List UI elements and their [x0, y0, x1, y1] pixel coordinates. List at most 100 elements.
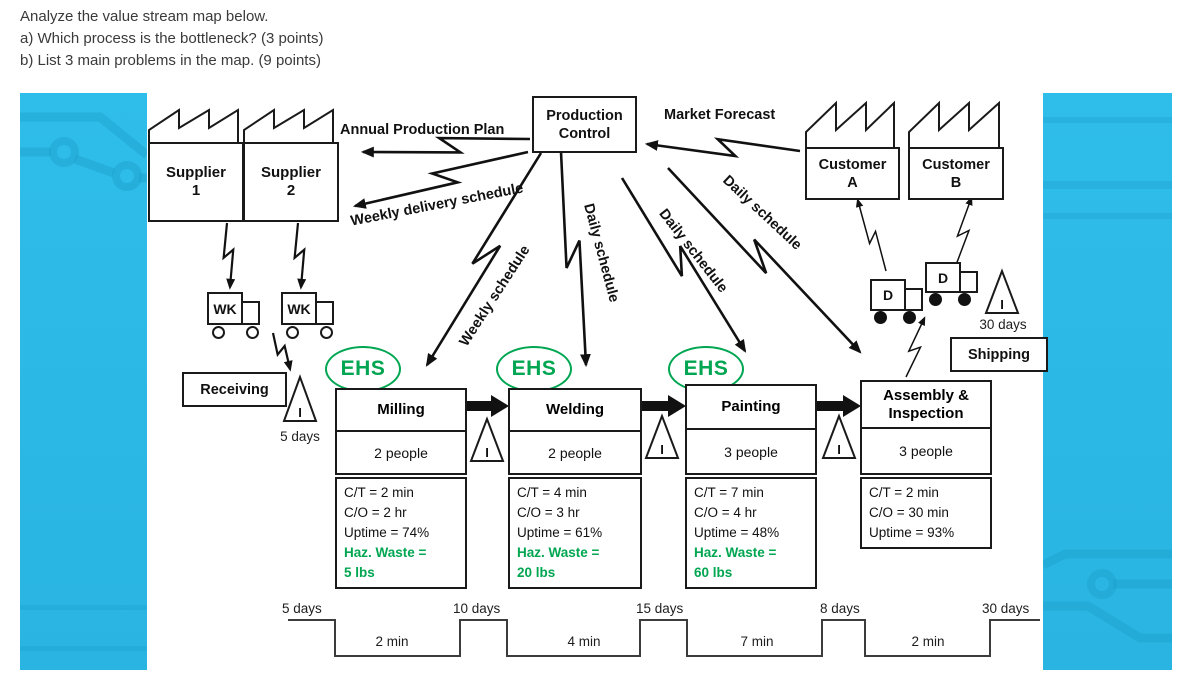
wheel-icon [212, 326, 225, 339]
truck-frequency-label: D [882, 287, 894, 303]
market-forecast-label: Market Forecast [664, 107, 776, 123]
wheel-icon [320, 326, 333, 339]
timeline-days-label: 5 days [282, 601, 322, 616]
haz-waste-label: Haz. Waste = [694, 545, 777, 560]
customer-a-box: Customer A [805, 147, 900, 200]
changeover: C/O = 4 hr [694, 505, 757, 520]
timeline-min-label: 2 min [375, 634, 409, 649]
uptime: Uptime = 61% [517, 525, 603, 540]
inventory-triangle-icon [469, 416, 505, 462]
receiving-box: Receiving [182, 372, 287, 407]
timeline-days-label: 10 days [453, 601, 501, 616]
circuit-pattern [20, 112, 147, 651]
daily-schedule-label-welding: Daily schedule [580, 201, 622, 305]
wheel-icon [958, 293, 971, 306]
supplier-1-box: Supplier 1 [148, 142, 244, 222]
inventory-symbol: I [1000, 297, 1004, 312]
timeline-days-label: 15 days [636, 601, 684, 616]
process-people: 2 people [374, 444, 428, 461]
process-name: Painting [687, 386, 815, 430]
circuit-pattern [1043, 117, 1172, 643]
uptime: Uptime = 93% [869, 525, 955, 540]
inventory-triangle-icon [282, 374, 318, 422]
ehs-label: EHS [511, 357, 557, 380]
supplier-1-number: 1 [191, 182, 201, 199]
cycle-time: C/T = 2 min [344, 485, 414, 500]
shipping-inventory-label: 30 days [979, 317, 1027, 332]
market-forecast-arrow [644, 137, 801, 158]
timeline-days-label: 30 days [982, 601, 1030, 616]
push-arrow-milling-welding [467, 395, 509, 417]
shipping-box: Shipping [950, 337, 1048, 372]
process-people: 2 people [548, 444, 602, 461]
daily-schedule-label-painting: Daily schedule [655, 206, 731, 296]
ehs-label: EHS [683, 357, 729, 380]
uptime: Uptime = 74% [344, 525, 430, 540]
daily-schedule-arrow-welding [559, 151, 591, 368]
customer-a-letter: A [847, 174, 858, 191]
receiving-label: Receiving [200, 381, 269, 398]
weekly-delivery-schedule-label: Weekly delivery schedule [349, 180, 525, 230]
process-box-milling: Milling 2 people [335, 388, 467, 475]
daily-schedule-label-assembly: Daily schedule [719, 172, 805, 254]
timeline-min-label: 2 min [911, 634, 945, 649]
right-accent-band [1043, 93, 1172, 670]
wheel-icon [246, 326, 259, 339]
customer-b-name: Customer [922, 156, 990, 173]
data-box-welding: C/T = 4 min C/O = 3 hr Uptime = 61% Haz.… [508, 477, 642, 589]
customer-a-name: Customer [818, 156, 887, 173]
question-part-a: a) Which process is the bottleneck? (3 p… [20, 30, 324, 47]
inventory-symbol: I [485, 445, 489, 460]
production-control-line1: Production [546, 107, 623, 124]
process-people: 3 people [899, 443, 953, 459]
wheel-icon [929, 293, 942, 306]
wheel-icon [286, 326, 299, 339]
haz-waste-value: 5 lbs [344, 565, 375, 580]
process-box-welding: Welding 2 people [508, 388, 642, 475]
timeline-days-label: 8 days [820, 601, 860, 616]
wheel-icon [874, 311, 887, 324]
factory-roof-icon [805, 100, 895, 147]
truck-cab-icon [959, 271, 978, 293]
annual-production-plan-arrow [360, 136, 531, 158]
supplier-2-name: Supplier [260, 164, 321, 181]
process-name: Assembly & Inspection [862, 382, 990, 429]
left-accent-band [20, 93, 147, 670]
cycle-time: C/T = 7 min [694, 485, 764, 500]
supplier-2-box: Supplier 2 [243, 142, 339, 222]
factory-roof-icon [908, 100, 1000, 147]
ehs-badge-milling: EHS [325, 346, 401, 392]
customer-b-box: Customer B [908, 147, 1004, 200]
process-name: Welding [510, 390, 640, 432]
inventory-triangle-icon [821, 413, 857, 459]
question-intro: Analyze the value stream map below. [20, 8, 269, 25]
push-arrow-welding-painting [642, 395, 686, 417]
data-box-milling: C/T = 2 min C/O = 2 hr Uptime = 74% Haz.… [335, 477, 467, 589]
ehs-label: EHS [340, 357, 386, 380]
process-box-painting: Painting 3 people [685, 384, 817, 475]
uptime: Uptime = 48% [694, 525, 780, 540]
inventory-symbol: I [298, 405, 302, 420]
haz-waste-value: 20 lbs [517, 565, 556, 580]
inventory-triangle-icon [644, 413, 680, 459]
daily-schedule-arrow-painting [620, 177, 747, 353]
supplier-truck-2: WK [281, 292, 317, 325]
supplier-1-name: Supplier [165, 164, 226, 181]
haz-waste-value: 60 lbs [694, 565, 733, 580]
data-box-painting: C/T = 7 min C/O = 4 hr Uptime = 48% Haz.… [685, 477, 817, 589]
inventory-symbol: I [660, 442, 664, 457]
receiving-inventory-label: 5 days [280, 429, 320, 444]
truck-cab-icon [241, 301, 260, 325]
factory-roof-icon [148, 108, 239, 142]
wheel-icon [903, 311, 916, 324]
customer-truck-2: D [925, 262, 961, 293]
annual-production-plan-label: Annual Production Plan [340, 122, 505, 138]
truck-frequency-label: D [937, 269, 949, 286]
supplier2-to-truck-arrow [293, 222, 307, 290]
haz-waste-label: Haz. Waste = [517, 545, 600, 560]
customer-b-letter: B [950, 174, 962, 191]
truck-frequency-label: WK [287, 300, 311, 317]
supplier1-to-truck-arrow [222, 222, 236, 290]
process-box-assembly-inspection: Assembly & Inspection 3 people [860, 380, 992, 475]
